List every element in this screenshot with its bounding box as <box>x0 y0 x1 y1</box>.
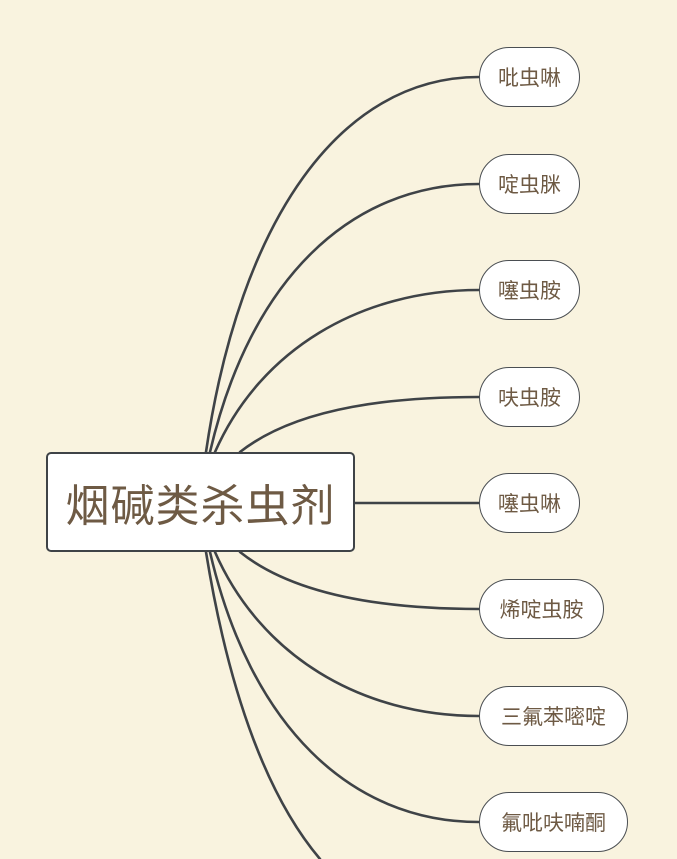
child-topic-node[interactable]: 啶虫脒 <box>479 154 580 214</box>
child-topic-label: 噻虫胺 <box>498 279 561 303</box>
child-topic-node[interactable]: 吡虫啉 <box>479 47 580 107</box>
connector-to-child-6 <box>238 550 481 611</box>
child-topic-label: 烯啶虫胺 <box>499 598 584 622</box>
connector-to-child-1 <box>204 75 481 454</box>
connector-to-child-8 <box>208 550 481 824</box>
child-topic-label: 呋虫胺 <box>498 386 561 410</box>
child-topic-node[interactable]: 氟吡呋喃酮 <box>479 792 628 852</box>
child-topic-node[interactable]: 三氟苯嘧啶 <box>479 686 628 746</box>
child-topic-label: 三氟苯嘧啶 <box>501 705 606 729</box>
connector-to-child-3 <box>213 288 481 454</box>
child-topic-label: 氟吡呋喃酮 <box>501 811 606 835</box>
root-topic-node[interactable]: 烟碱类杀虫剂 <box>46 452 355 552</box>
child-topic-label: 吡虫啉 <box>498 66 561 90</box>
child-topic-node[interactable]: 噻虫啉 <box>479 473 580 533</box>
root-topic-label: 烟碱类杀虫剂 <box>65 481 336 532</box>
child-topic-label: 啶虫脒 <box>498 173 561 197</box>
child-topic-node[interactable]: 烯啶虫胺 <box>479 579 604 639</box>
child-topic-label: 噻虫啉 <box>498 492 561 516</box>
child-topic-node[interactable]: 呋虫胺 <box>479 367 580 427</box>
connector-to-child-7 <box>213 550 481 718</box>
child-topic-node[interactable]: 噻虫胺 <box>479 260 580 320</box>
connector-to-child-4 <box>238 395 481 454</box>
connector-to-offscreen-child <box>204 550 322 859</box>
connector-to-child-2 <box>208 182 481 454</box>
